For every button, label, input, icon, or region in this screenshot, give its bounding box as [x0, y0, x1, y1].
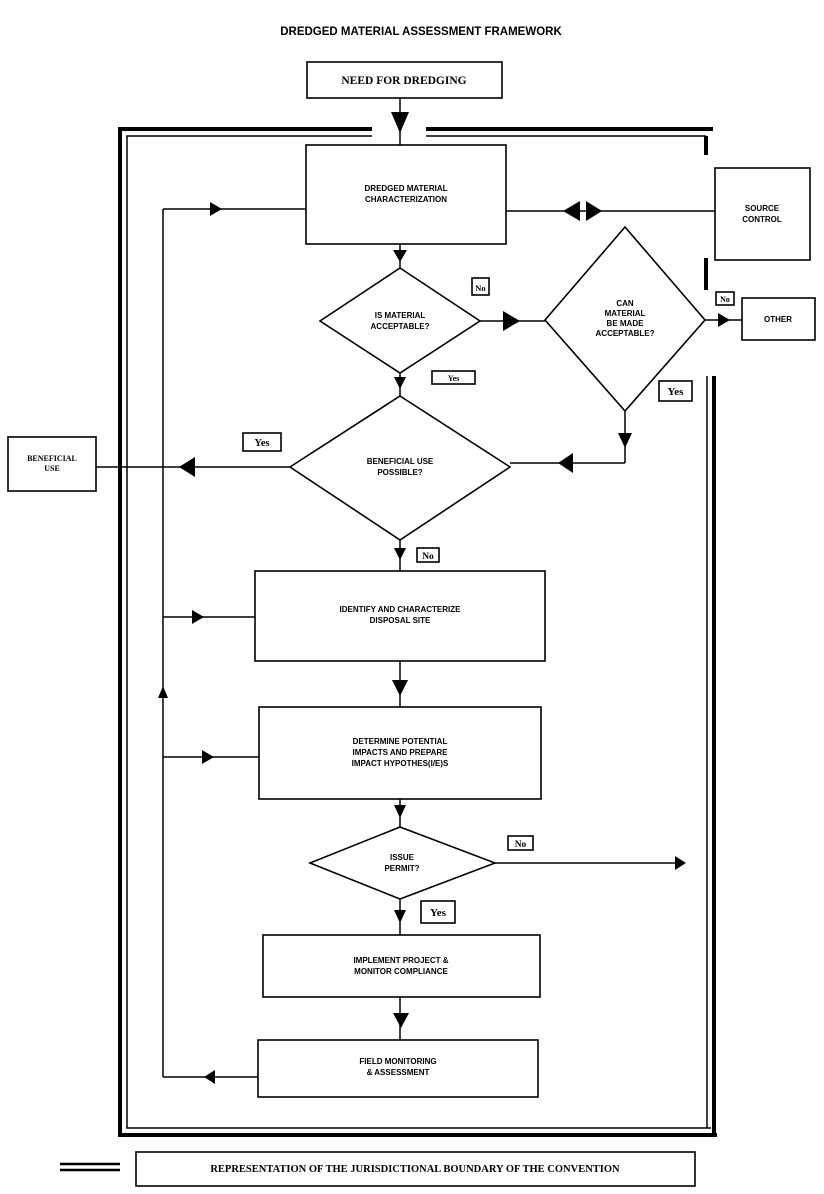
source-control-label-1: SOURCE	[745, 204, 780, 213]
arrow-right-icon	[675, 856, 686, 870]
arrow-down-icon	[394, 805, 406, 818]
determine-impacts-label-2: IMPACTS AND PREPARE	[353, 748, 449, 757]
yes-label-box	[420, 900, 456, 924]
determine-impacts-label-1: DETERMINE POTENTIAL	[353, 737, 448, 746]
determine-impacts-label-3: IMPACT HYPOTHES(I/E)S	[352, 759, 449, 768]
arrow-down-icon	[393, 1013, 409, 1028]
beneficial-possible-label-2: POSSIBLE?	[377, 468, 422, 477]
source-control-box: SOURCE CONTROL	[714, 167, 811, 261]
arrow-down-icon	[618, 433, 632, 448]
arrow-down-icon	[391, 112, 409, 133]
implement-project-box: IMPLEMENT PROJECT & MONITOR COMPLIANCE	[262, 934, 541, 998]
diagram-title: DREDGED MATERIAL ASSESSMENT FRAMEWORK	[280, 26, 562, 38]
feedback-loop	[158, 202, 306, 1084]
no-label: No	[515, 840, 527, 850]
arrow-left-icon	[204, 1070, 215, 1084]
implement-label-2: MONITOR COMPLIANCE	[354, 967, 448, 976]
beneficial-use-label-2: USE	[44, 464, 60, 473]
field-monitoring-label-2: & ASSESSMENT	[367, 1068, 430, 1077]
arrow-right-icon	[210, 202, 222, 216]
characterization-label-2: CHARACTERIZATION	[365, 195, 447, 204]
is-acceptable-label-2: ACCEPTABLE?	[371, 322, 430, 331]
yes-label-box	[431, 370, 476, 385]
no-label-box	[471, 277, 490, 296]
identify-disposal-site-box: IDENTIFY AND CHARACTERIZE DISPOSAL SITE	[254, 570, 546, 662]
identify-site-label-1: IDENTIFY AND CHARACTERIZE	[340, 605, 462, 614]
arrow-down-icon	[394, 548, 406, 560]
yes-label: Yes	[254, 438, 269, 449]
arrow-up-icon	[158, 686, 168, 698]
no-label-box	[507, 835, 534, 851]
issue-permit-label-2: PERMIT?	[384, 864, 419, 873]
beneficial-use-box: BENEFICIAL USE	[7, 436, 97, 492]
source-control-label-2: CONTROL	[742, 215, 782, 224]
issue-permit-label-1: ISSUE	[390, 853, 415, 862]
is-acceptable-label-1: IS MATERIAL	[375, 311, 426, 320]
determine-impacts-box: DETERMINE POTENTIAL IMPACTS AND PREPARE …	[258, 706, 542, 800]
beneficial-use-label-1: BENEFICIAL	[27, 454, 77, 463]
yes-label-box	[242, 432, 282, 452]
can-be-made-label-1: CAN	[616, 299, 634, 308]
yes-label: Yes	[448, 374, 460, 383]
issue-permit-decision: ISSUE PERMIT?	[307, 826, 498, 900]
need-for-dredging-label: NEED FOR DREDGING	[341, 75, 466, 87]
no-label-box	[416, 547, 440, 563]
implement-label-1: IMPLEMENT PROJECT &	[353, 956, 448, 965]
no-label: No	[720, 295, 730, 304]
arrow-down-icon	[394, 377, 406, 389]
beneficial-use-possible-decision: BENEFICIAL USE POSSIBLE?	[288, 395, 512, 541]
is-material-acceptable-decision: IS MATERIAL ACCEPTABLE?	[318, 267, 482, 374]
can-be-made-label-3: BE MADE	[607, 319, 645, 328]
beneficial-possible-label-1: BENEFICIAL USE	[367, 457, 434, 466]
other-label: OTHER	[764, 315, 792, 324]
can-be-made-label-2: MATERIAL	[605, 309, 646, 318]
arrow-right-icon	[718, 313, 730, 327]
can-be-made-label-4: ACCEPTABLE?	[596, 329, 655, 338]
legend: REPRESENTATION OF THE JURISDICTIONAL BOU…	[60, 1151, 696, 1187]
need-for-dredging-box: NEED FOR DREDGING	[306, 61, 503, 99]
other-box: OTHER	[741, 297, 816, 341]
arrow-down-icon	[394, 910, 406, 923]
no-label-box	[715, 291, 735, 306]
arrow-left-icon	[179, 457, 195, 477]
field-monitoring-box: FIELD MONITORING & ASSESSMENT	[257, 1039, 539, 1098]
identify-site-label-2: DISPOSAL SITE	[370, 616, 431, 625]
arrow-left-icon	[563, 201, 580, 221]
no-label: No	[475, 283, 485, 293]
yes-label-box	[658, 380, 693, 402]
arrow-right-icon	[503, 311, 520, 331]
arrow-right-icon	[192, 610, 204, 624]
yes-label: Yes	[668, 386, 685, 398]
jurisdictional-boundary	[118, 127, 717, 1137]
field-monitoring-label-1: FIELD MONITORING	[359, 1057, 436, 1066]
arrow-right-icon	[586, 201, 602, 221]
arrow-left-icon	[558, 453, 573, 473]
arrow-right-icon	[202, 750, 214, 764]
characterization-label-1: DREDGED MATERIAL	[365, 184, 448, 193]
arrow-down-icon	[393, 250, 407, 262]
yes-label: Yes	[430, 907, 447, 919]
characterization-box: DREDGED MATERIAL CHARACTERIZATION	[305, 144, 507, 245]
legend-text: REPRESENTATION OF THE JURISDICTIONAL BOU…	[210, 1164, 620, 1175]
arrow-down-icon	[392, 680, 408, 696]
no-label: No	[422, 552, 434, 562]
